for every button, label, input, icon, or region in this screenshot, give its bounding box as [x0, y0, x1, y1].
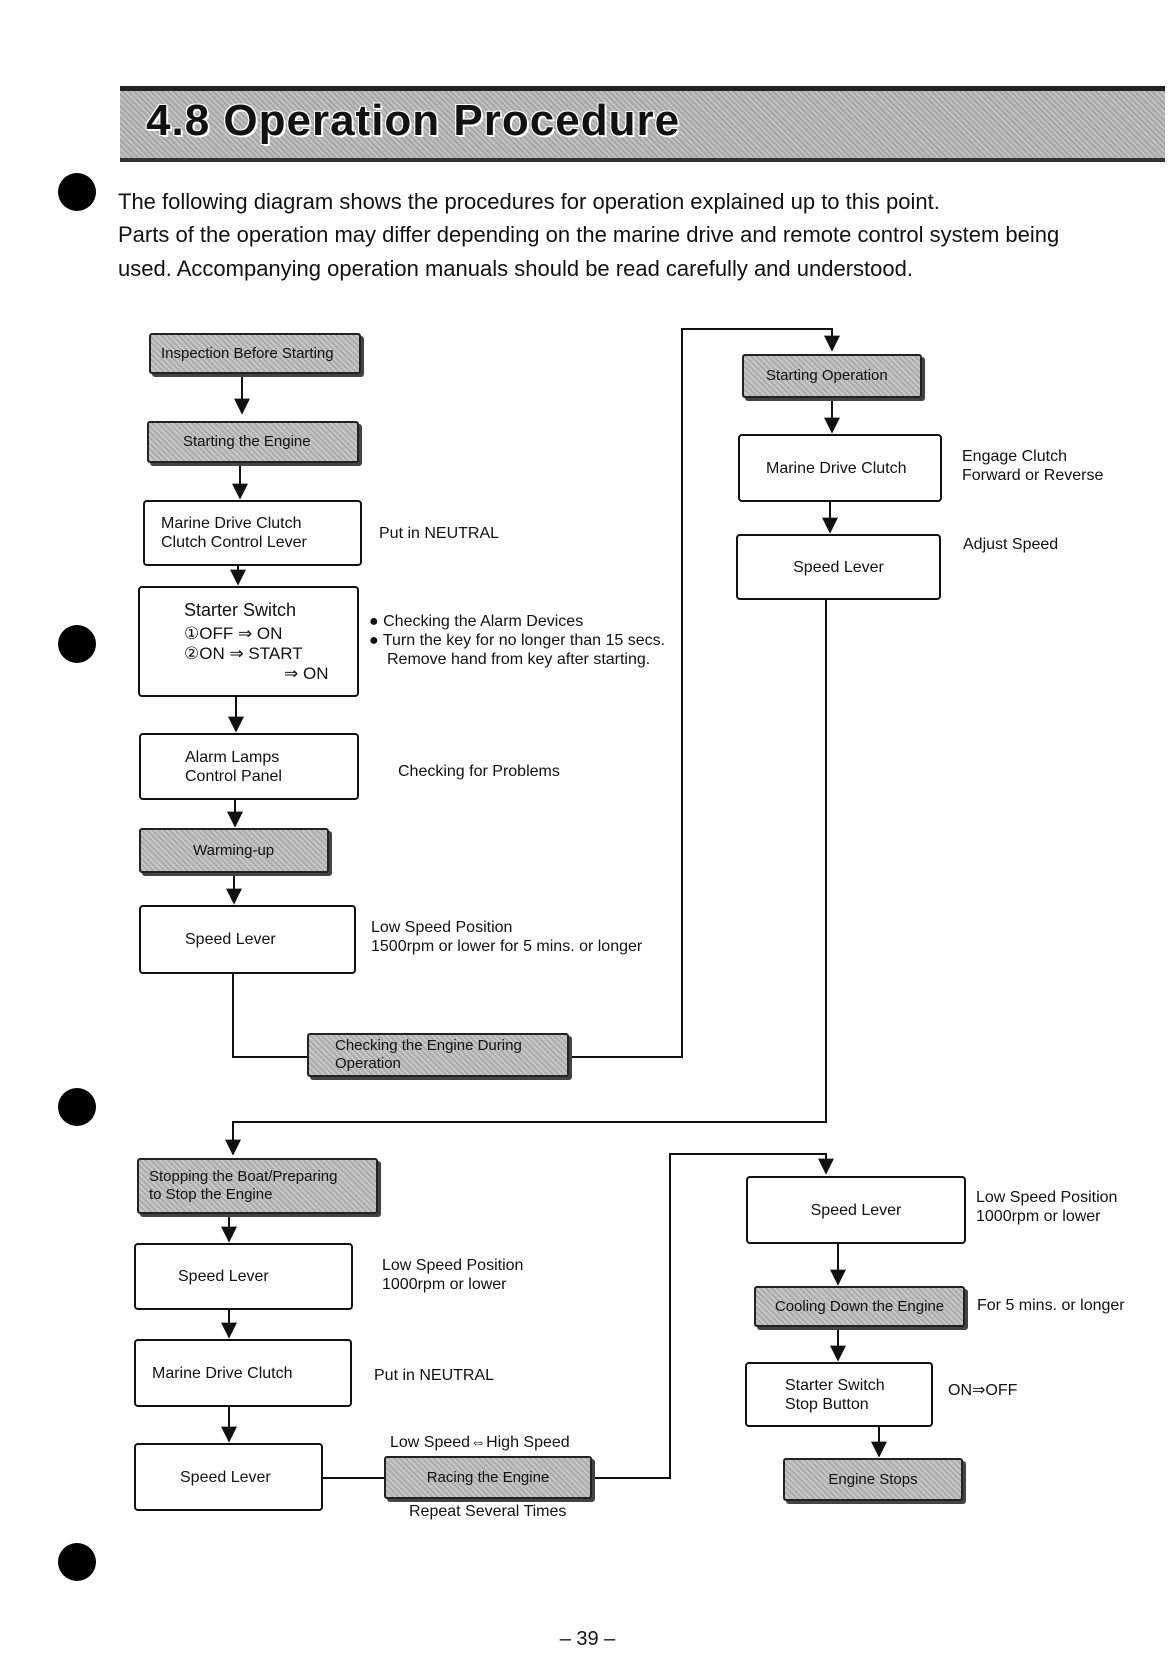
- header-bar: [120, 86, 1165, 162]
- note-line: Low Speed Position: [382, 1257, 524, 1274]
- note-engage-clutch: Engage Clutch Forward or Reverse: [962, 447, 1103, 485]
- intro-line: Parts of the operation may differ depend…: [118, 222, 1060, 247]
- note-for-5-mins: For 5 mins. or longer: [977, 1297, 1125, 1314]
- box-op-marine-drive-clutch: Marine Drive Clutch: [738, 434, 942, 502]
- note-repeat-several-times: Repeat Several Times: [409, 1503, 567, 1520]
- box-title: Starter Switch: [184, 599, 297, 620]
- stage-label: Starting Operation: [766, 367, 888, 384]
- binder-hole-dot: [58, 625, 96, 663]
- box-final-speed-lever: Speed Lever: [746, 1176, 966, 1244]
- stage-starting-the-engine: Starting the Engine: [147, 421, 359, 463]
- box-line: Speed Lever: [180, 1468, 271, 1486]
- box-stop-starter-switch: Starter Switch Stop Button: [745, 1362, 933, 1427]
- stage-cooling-down-the-engine: Cooling Down the Engine: [754, 1286, 965, 1327]
- box-line: Marine Drive Clutch: [161, 515, 302, 532]
- stage-label: Inspection Before Starting: [161, 344, 334, 362]
- note-line: 1000rpm or lower: [976, 1208, 1101, 1225]
- box-line: Marine Drive Clutch: [152, 1364, 293, 1382]
- stage-inspection-before-starting: Inspection Before Starting: [149, 333, 361, 374]
- stage-label: Stopping the Boat/Preparing: [149, 1168, 338, 1185]
- note-line: 1000rpm or lower: [382, 1276, 507, 1293]
- box-line: Speed Lever: [793, 558, 884, 576]
- box-line: Speed Lever: [185, 931, 276, 948]
- box-line: Starter Switch: [785, 1376, 885, 1394]
- stage-checking-engine-during-operation: Checking the Engine During Operation: [307, 1033, 569, 1077]
- stage-racing-the-engine: Racing the Engine: [384, 1456, 592, 1499]
- stage-label: Checking the Engine During: [335, 1037, 522, 1054]
- box-alarm-lamps: Alarm Lamps Control Panel: [139, 733, 359, 800]
- note-put-in-neutral: Put in NEUTRAL: [379, 525, 500, 542]
- binder-hole-dot: [58, 1543, 96, 1581]
- binder-hole-dot: [58, 173, 96, 211]
- note-warmup-speed: Low Speed Position 1500rpm or lower for …: [371, 918, 642, 956]
- note-checking-for-problems: Checking for Problems: [398, 763, 560, 780]
- note-adjust-speed: Adjust Speed: [963, 536, 1059, 553]
- page-number: – 39 –: [559, 1628, 616, 1650]
- box-warmup-speed-lever: Speed Lever: [139, 905, 356, 974]
- stage-label: Cooling Down the Engine: [774, 1297, 945, 1315]
- stage-label: to Stop the Engine: [149, 1186, 273, 1203]
- box-line: Speed Lever: [178, 1268, 269, 1285]
- note-line: Remove hand from key after starting.: [387, 651, 651, 668]
- note-line: Low Speed Position: [976, 1189, 1118, 1206]
- box-line: Alarm Lamps: [185, 748, 280, 766]
- box-stop-marine-drive-clutch: Marine Drive Clutch: [134, 1339, 352, 1407]
- note-line: 1500rpm or lower for 5 mins. or longer: [371, 938, 643, 955]
- box-line: ⇒ ON: [284, 663, 329, 683]
- box-clutch-control-lever: Marine Drive Clutch Clutch Control Lever: [143, 500, 362, 566]
- intro-line: The following diagram shows the procedur…: [118, 189, 940, 214]
- box-stop-speed-lever: Speed Lever: [134, 1243, 353, 1310]
- note-stop-put-in-neutral: Put in NEUTRAL: [374, 1367, 495, 1384]
- stage-starting-operation: Starting Operation: [742, 354, 922, 398]
- binder-hole-dot: [58, 1088, 96, 1126]
- note-line: ● Checking the Alarm Devices: [369, 613, 584, 630]
- page-title: 4.8 Operation Procedure: [146, 96, 681, 145]
- note-line: Forward or Reverse: [962, 467, 1104, 484]
- stage-stopping-the-boat: Stopping the Boat/Preparing to Stop the …: [137, 1158, 378, 1214]
- box-starter-switch: Starter Switch ①OFF ⇒ ON ②ON ⇒ START ⇒ O…: [138, 586, 359, 697]
- note-stop-speed: Low Speed Position 1000rpm or lower: [382, 1256, 523, 1294]
- box-line: ②ON ⇒ START: [184, 643, 303, 663]
- stage-label: Operation: [335, 1055, 401, 1072]
- box-line: Clutch Control Lever: [161, 534, 307, 551]
- note-line: Low Speed Position: [371, 919, 513, 936]
- box-line: Speed Lever: [810, 1201, 902, 1219]
- intro-line: used. Accompanying operation manuals sho…: [118, 256, 913, 281]
- stage-label: Racing the Engine: [426, 1468, 550, 1486]
- box-line: ①OFF ⇒ ON: [184, 623, 283, 643]
- note-on-off: ON⇒OFF: [948, 1382, 1018, 1399]
- box-op-speed-lever: Speed Lever: [736, 534, 941, 600]
- stage-label: Engine Stops: [828, 1470, 918, 1488]
- box-race-speed-lever: Speed Lever: [134, 1443, 323, 1511]
- note-starter-switch: ● Checking the Alarm Devices ● Turn the …: [369, 612, 665, 669]
- note-line: Engage Clutch: [962, 448, 1067, 465]
- stage-label: Warming-up: [193, 841, 275, 859]
- note-low-high-speed: Low Speed⇔High Speed: [390, 1434, 570, 1451]
- box-line: Control Panel: [185, 767, 282, 785]
- stage-label: Starting the Engine: [183, 433, 311, 450]
- stage-engine-stops: Engine Stops: [783, 1458, 963, 1501]
- box-line: Marine Drive Clutch: [766, 459, 907, 477]
- box-line: Stop Button: [785, 1395, 869, 1413]
- stage-warming-up: Warming-up: [139, 828, 329, 873]
- note-line: ● Turn the key for no longer than 15 sec…: [369, 632, 666, 649]
- note-final-speed: Low Speed Position 1000rpm or lower: [976, 1188, 1117, 1226]
